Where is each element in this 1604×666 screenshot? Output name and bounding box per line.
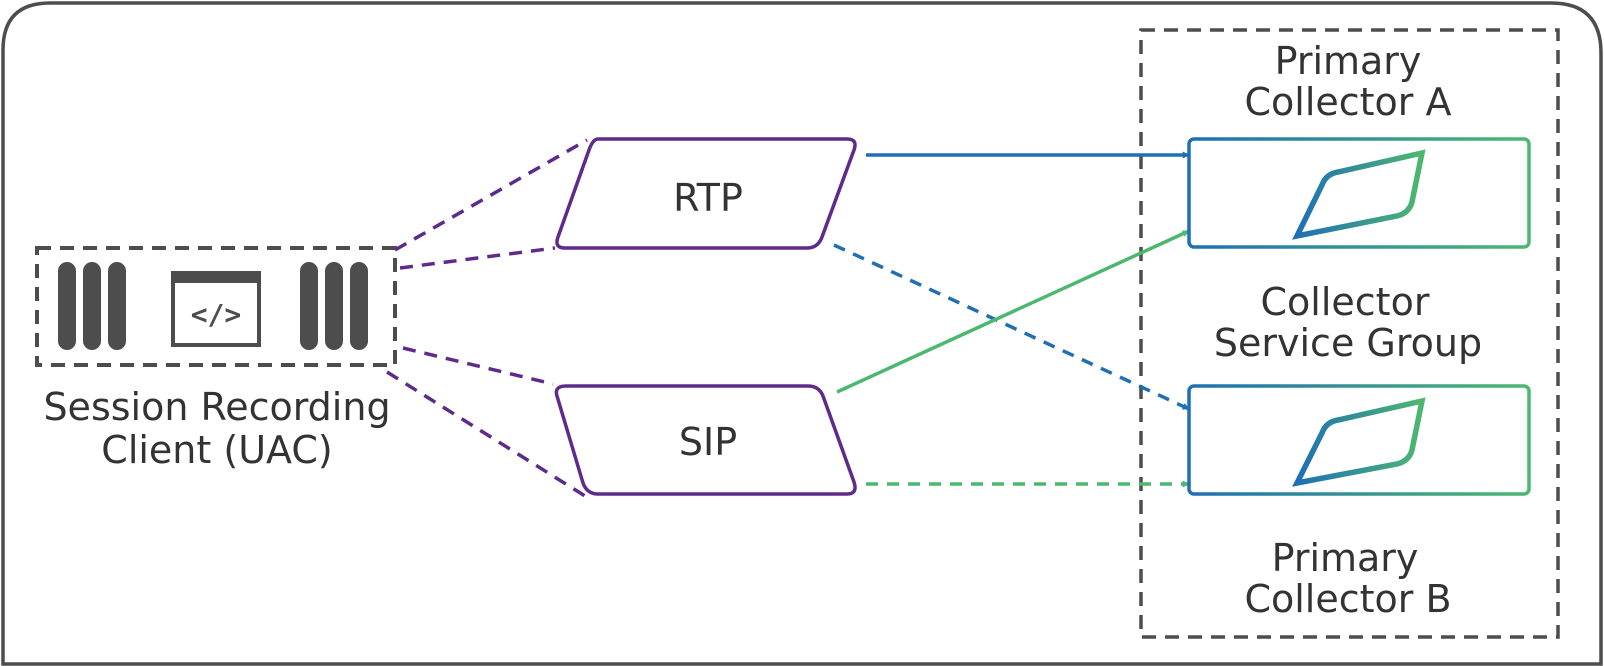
collector-service-group-region: [1139, 28, 1560, 639]
sip-to-collector-a-arrow: [836, 229, 1190, 394]
collector-a-label-line2: Collector A: [1244, 80, 1451, 124]
service-group-label-line2: Service Group: [1214, 321, 1482, 365]
server-rack-icon: [58, 262, 126, 350]
collector-b-label-line2: Collector B: [1244, 577, 1451, 621]
collector-appliance-icon: [1292, 397, 1426, 487]
client-label-line2: Client (UAC): [101, 428, 332, 472]
code-window-icon: </>: [171, 271, 261, 347]
server-rack-icon: [300, 262, 368, 350]
sip-label: SIP: [679, 420, 737, 464]
collector-b-appliance: [1187, 384, 1531, 496]
client-box: [35, 246, 397, 367]
client-label-line1: Session Recording: [43, 385, 390, 429]
code-symbol: </>: [191, 298, 242, 331]
client-connectors: [386, 138, 588, 498]
collector-a-label-line1: Primary: [1275, 39, 1422, 83]
service-group-label-line1: Collector: [1261, 280, 1430, 324]
sip-node: [554, 384, 857, 496]
collector-b-label-line1: Primary: [1272, 536, 1419, 580]
rtp-to-collector-b-arrow: [833, 243, 1190, 411]
rtp-node: [555, 137, 857, 250]
rtp-label: RTP: [673, 176, 743, 220]
collector-a-appliance: [1187, 137, 1531, 249]
collector-appliance-icon: [1292, 149, 1426, 240]
